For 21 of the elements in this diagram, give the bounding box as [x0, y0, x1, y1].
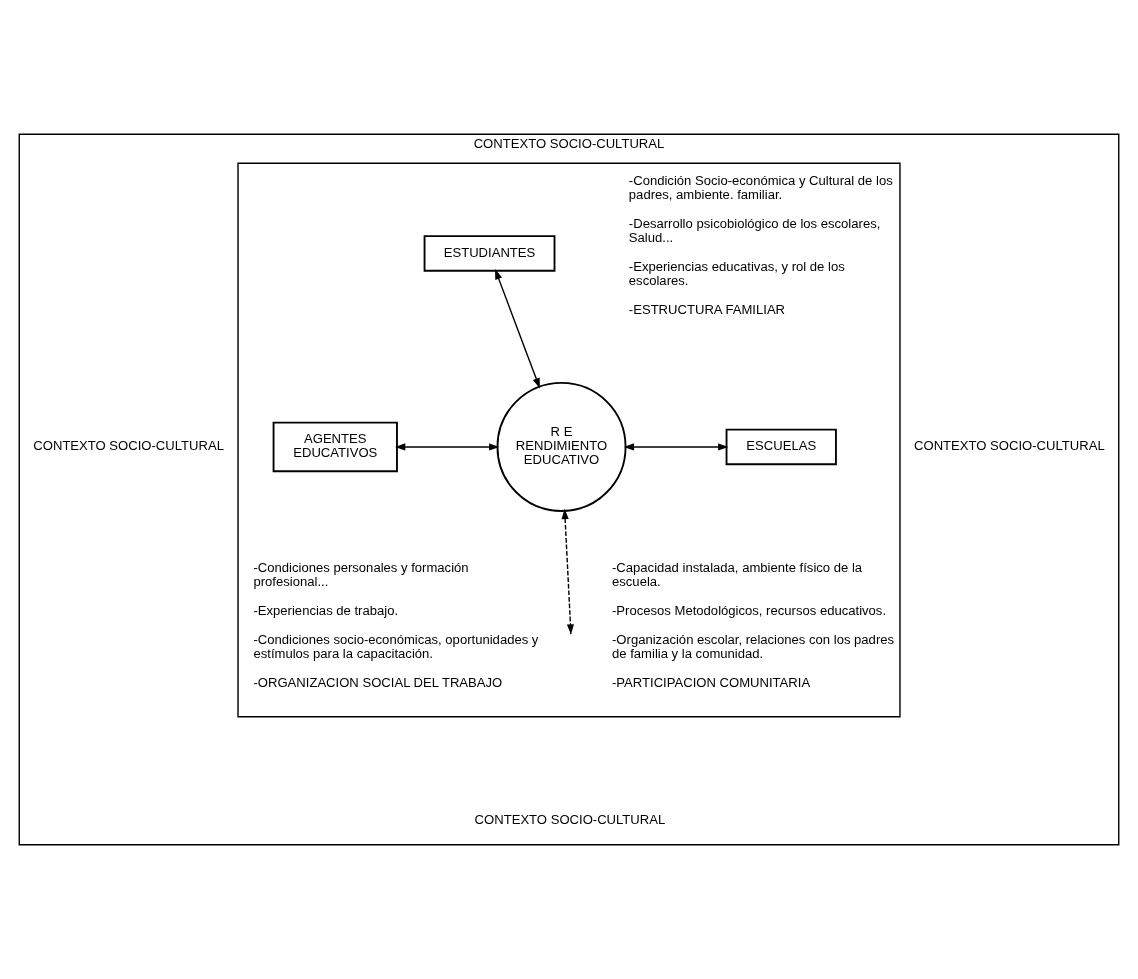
- node-label: -Condición Socio-económica y Cultural de los padres, ambiente. familiar.: [628, 172, 893, 202]
- node-label: -PARTICIPACION COMUNITARIA: [612, 674, 811, 690]
- node-label: -Condiciones socio-económicas, oportunidades y estímulos para la capacitación.: [253, 631, 539, 661]
- node-label: -Experiencias de trabajo.: [253, 602, 399, 618]
- node-label: -Experiencias educativas, y rol de los escolares.: [628, 258, 845, 288]
- node-box: AGENTES EDUCATIVOS: [272, 421, 398, 473]
- node-label: -ESTRUCTURA FAMILIAR: [628, 301, 786, 317]
- arrow: [623, 443, 729, 451]
- arrow: [495, 269, 540, 389]
- cluster: [237, 162, 901, 718]
- node-label: -Organización escolar, relaciones con los padres de familia y la comunidad.: [612, 631, 895, 661]
- arrow: [561, 508, 575, 635]
- node-label: -Capacidad instalada, ambiente físico de la escuela.: [612, 559, 863, 589]
- node-label: -Desarrollo psicobiológico de los escolares, Salud...: [628, 215, 881, 245]
- arrow: [395, 443, 500, 451]
- node-box: ESCUELAS: [725, 428, 837, 466]
- node-circle: R E RENDIMIENTO EDUCATIVO: [496, 382, 627, 512]
- node-label: -Condiciones personales y formación profesional...: [253, 559, 469, 589]
- node-box: ESTUDIANTES: [423, 235, 556, 272]
- node-label: -ORGANIZACION SOCIAL DEL TRABAJO: [253, 674, 503, 690]
- node-label: -Procesos Metodológicos, recursos educativos.: [612, 602, 887, 618]
